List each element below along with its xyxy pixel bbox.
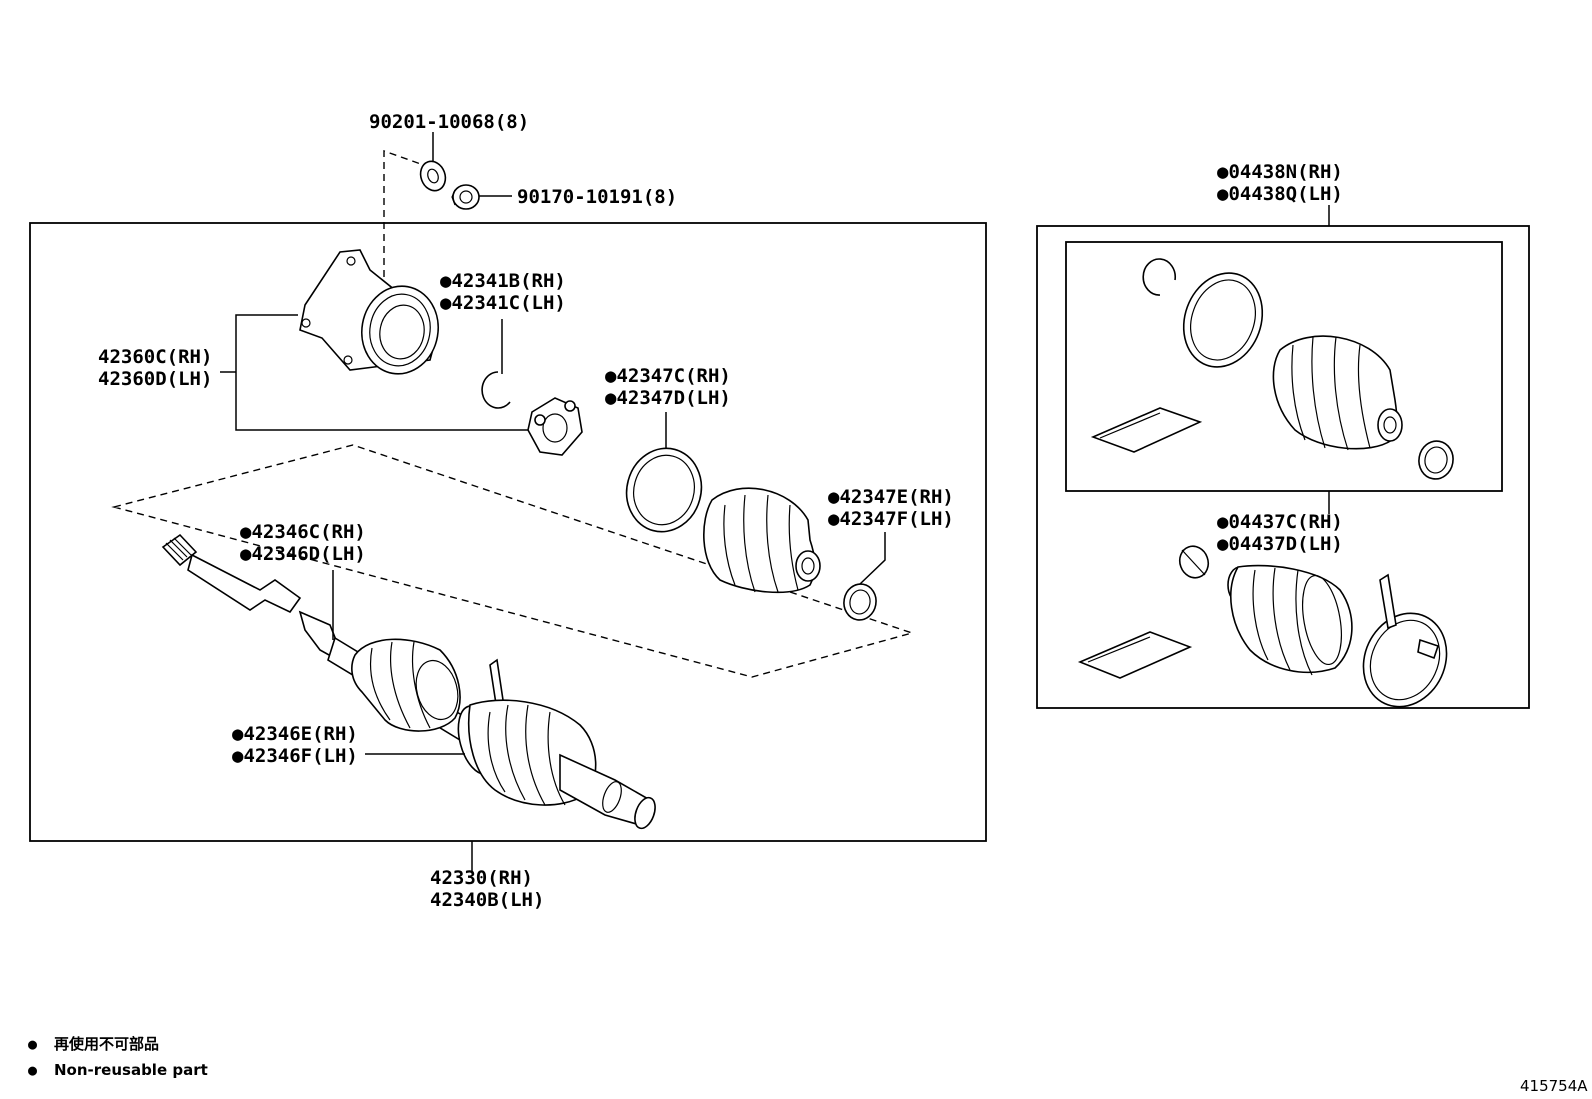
snap-ring-lh-label: ●42341C(LH)	[440, 292, 566, 314]
inboard-clamp-rh-label: ●42347C(RH)	[605, 365, 731, 387]
legend-english: Non-reusable part	[54, 1061, 208, 1079]
inboard-large-clamp-icon	[625, 447, 703, 533]
boot-kit-frame	[1036, 225, 1530, 709]
outboard-clamp-lh-label: ●42346D(LH)	[240, 543, 366, 565]
tripod-joint-icon	[527, 397, 583, 456]
shaft-assembly-frame	[29, 222, 987, 842]
legend-marker-2: ●	[28, 1061, 37, 1079]
bolt-icon	[419, 160, 447, 192]
kit-small-clamp-icon	[1418, 440, 1454, 480]
outboard-clamp-rh-label: ●42346C(RH)	[240, 521, 366, 543]
outboard-boot-kit-lh-label: ●04437D(LH)	[1217, 533, 1343, 555]
kit-inboard-boot-icon	[1272, 335, 1403, 451]
inboard-joint-housing-icon	[299, 249, 439, 375]
inboard-boot-kit-rh-label: ●04438N(RH)	[1217, 161, 1343, 183]
kit-outboard-small-clamp-icon	[1178, 545, 1210, 579]
inboard-clamp-lh-label: ●42347D(LH)	[605, 387, 731, 409]
kit-grease-packet-icon	[1090, 407, 1203, 453]
kit-snap-ring-icon	[1142, 258, 1177, 296]
nut-icon	[451, 184, 480, 210]
inboard-boot-kit-frame	[1065, 241, 1503, 492]
kit-outboard-grease-packet-icon	[1077, 631, 1193, 679]
inboard-joint-rh-label: 42360C(RH)	[98, 346, 212, 368]
legend-marker-1: ●	[28, 1035, 37, 1053]
snap-ring-rh-label: ●42341B(RH)	[440, 270, 566, 292]
bolt-label: 90201-10068(8)	[369, 111, 529, 133]
inboard-small-clamp-icon	[843, 583, 877, 621]
outboard-big-clamp-lh-label: ●42346F(LH)	[232, 745, 358, 767]
figure-id: 415754A	[1520, 1077, 1588, 1095]
inboard-boot-kit-lh-label: ●04438Q(LH)	[1217, 183, 1343, 205]
shaft-assembly-rh-label: 42330(RH)	[430, 867, 533, 889]
outboard-small-boot-icon	[351, 638, 461, 732]
kit-outboard-boot-icon	[1227, 564, 1353, 676]
snap-ring-icon	[481, 371, 511, 409]
kit-outboard-band-clamp-icon	[1362, 573, 1448, 708]
outboard-boot-kit-rh-label: ●04437C(RH)	[1217, 511, 1343, 533]
clamp-strap-icon	[489, 658, 504, 706]
inboard-small-clamp-rh-label: ●42347E(RH)	[828, 486, 954, 508]
kit-large-clamp-icon	[1182, 272, 1264, 368]
bolt-dashed-leader	[383, 150, 433, 277]
inboard-boot-icon	[703, 487, 821, 594]
shaft-assembly-lh-label: 42340B(LH)	[430, 889, 544, 911]
legend-japanese: 再使用不可部品	[54, 1035, 159, 1053]
inboard-joint-lh-label: 42360D(LH)	[98, 368, 212, 390]
inboard-small-clamp-leader	[859, 532, 886, 585]
outboard-big-clamp-rh-label: ●42346E(RH)	[232, 723, 358, 745]
outboard-joint-icon	[457, 699, 656, 830]
inboard-small-clamp-lh-label: ●42347F(LH)	[828, 508, 954, 530]
nut-label: 90170-10191(8)	[517, 186, 677, 208]
